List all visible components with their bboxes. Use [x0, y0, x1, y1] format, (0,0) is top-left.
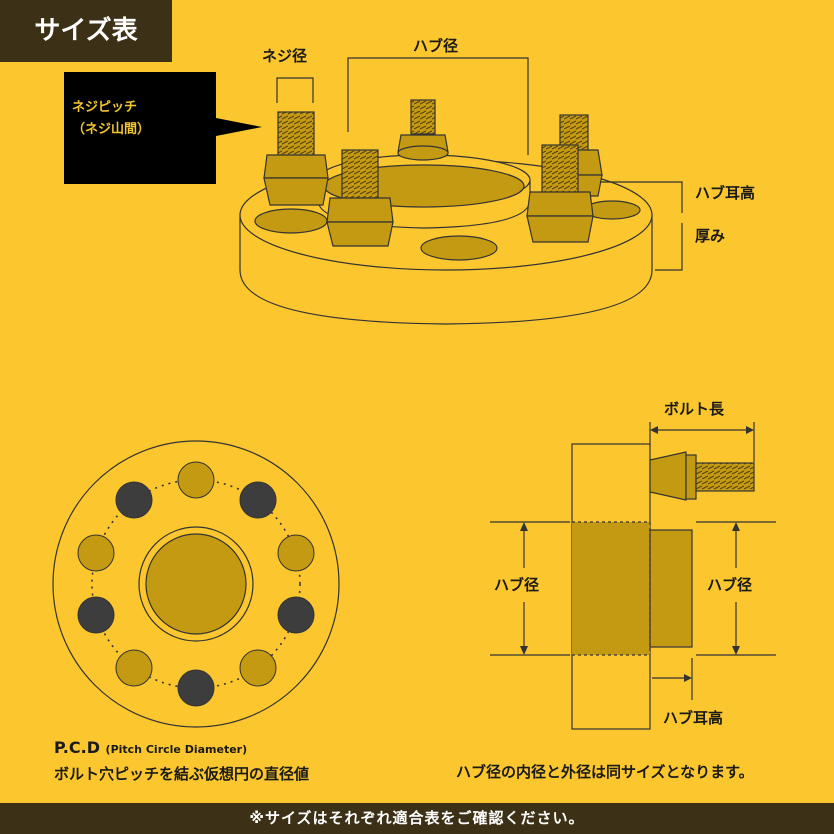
pcd-caption: ボルト穴ピッチを結ぶ仮想円の直径値 — [54, 765, 310, 783]
label-hub-diameter-right: ハブ径 — [707, 576, 753, 594]
callout-pointer — [216, 118, 262, 136]
thread-pitch-callout: ネジピッチ （ネジ山間） — [64, 72, 216, 184]
pcd-title: P.C.D — [54, 738, 100, 757]
page-title: サイズ表 — [0, 0, 172, 62]
side-dimension-lines — [490, 422, 776, 700]
top-dimension-lines — [276, 57, 683, 271]
pcd-drawing — [52, 440, 340, 728]
pcd-subtitle: (Pitch Circle Diameter) — [105, 743, 248, 756]
label-thickness: 厚み — [695, 227, 726, 245]
label-hub-lip-height-side: ハブ耳高 — [663, 709, 724, 727]
label-hub-diameter-left: ハブ径 — [494, 576, 540, 594]
label-hub-diameter: ハブ径 — [413, 37, 459, 55]
spacer-3d-drawing — [239, 99, 653, 325]
label-bolt-length: ボルト長 — [664, 400, 725, 418]
footer-note: ※サイズはそれぞれ適合表をご確認ください。 — [0, 803, 834, 834]
callout-line-2: （ネジ山間） — [72, 122, 151, 137]
label-thread-diameter: ネジ径 — [262, 47, 308, 65]
label-hub-lip-height: ハブ耳高 — [695, 184, 756, 202]
side-section-drawing — [571, 443, 755, 730]
side-caption: ハブ径の内径と外径は同サイズとなります。 — [456, 763, 754, 781]
callout-line-1: ネジピッチ — [72, 100, 138, 115]
pcd-title-line: P.C.D (Pitch Circle Diameter) — [54, 738, 247, 757]
